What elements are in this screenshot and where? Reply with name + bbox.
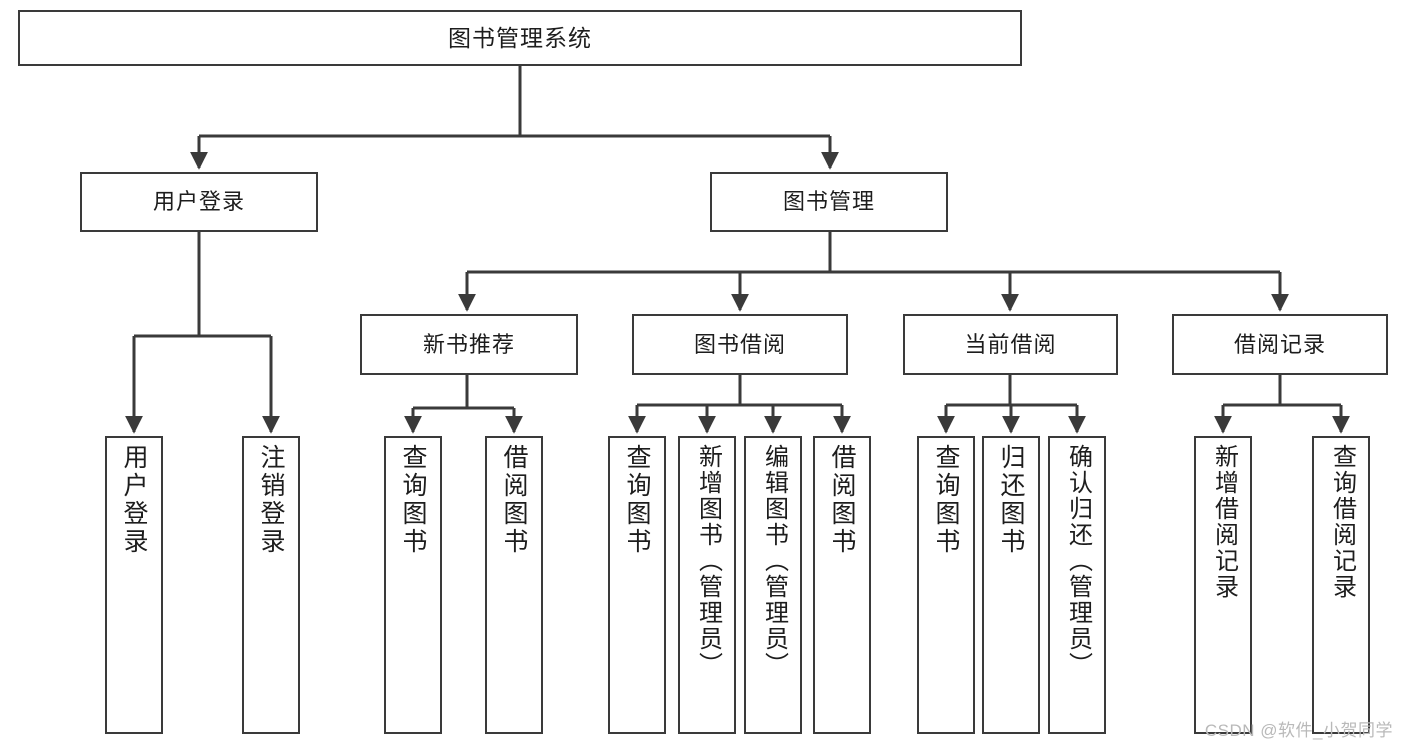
node-book-borrow[interactable]: 图书借阅: [632, 314, 848, 375]
node-leaf-borrow-book-1-label: 借阅图书: [500, 444, 528, 556]
node-new-book-rec-label: 新书推荐: [422, 331, 515, 357]
node-new-book-rec[interactable]: 新书推荐: [360, 314, 578, 375]
node-leaf-query-book-2-label: 查询图书: [623, 444, 651, 556]
node-leaf-confirm-return[interactable]: 确认归还（管理员）: [1048, 436, 1106, 734]
node-borrow-record[interactable]: 借阅记录: [1172, 314, 1388, 375]
node-leaf-query-book-2[interactable]: 查询图书: [608, 436, 666, 734]
node-leaf-edit-book[interactable]: 编辑图书（管理员）: [744, 436, 802, 734]
node-leaf-query-book-3[interactable]: 查询图书: [917, 436, 975, 734]
node-leaf-add-book-label: 新增图书（管理员）: [694, 444, 722, 678]
node-leaf-query-book-1-label: 查询图书: [399, 444, 427, 556]
node-leaf-user-login-label: 用户登录: [120, 444, 148, 556]
node-leaf-borrow-book-2[interactable]: 借阅图书: [813, 436, 871, 734]
node-leaf-query-book-3-label: 查询图书: [932, 444, 960, 556]
node-leaf-borrow-book-2-label: 借阅图书: [828, 444, 856, 556]
node-leaf-return-book[interactable]: 归还图书: [982, 436, 1040, 734]
node-leaf-user-logout[interactable]: 注销登录: [242, 436, 300, 734]
node-borrow-record-label: 借阅记录: [1233, 331, 1326, 357]
node-leaf-user-logout-label: 注销登录: [257, 444, 285, 556]
node-root-label: 图书管理系统: [448, 24, 592, 51]
node-leaf-add-book[interactable]: 新增图书（管理员）: [678, 436, 736, 734]
node-leaf-query-record[interactable]: 查询借阅记录: [1312, 436, 1370, 734]
node-leaf-user-login[interactable]: 用户登录: [105, 436, 163, 734]
node-leaf-edit-book-label: 编辑图书（管理员）: [760, 444, 788, 678]
node-root[interactable]: 图书管理系统: [18, 10, 1022, 66]
node-user-login-label: 用户登录: [152, 189, 245, 215]
node-leaf-add-record-label: 新增借阅记录: [1210, 444, 1238, 600]
node-leaf-borrow-book-1[interactable]: 借阅图书: [485, 436, 543, 734]
node-current-borrow-label: 当前借阅: [964, 331, 1057, 357]
node-leaf-add-record[interactable]: 新增借阅记录: [1194, 436, 1252, 734]
node-leaf-return-book-label: 归还图书: [997, 444, 1025, 556]
node-user-login[interactable]: 用户登录: [80, 172, 318, 232]
node-book-manage[interactable]: 图书管理: [710, 172, 948, 232]
node-current-borrow[interactable]: 当前借阅: [903, 314, 1118, 375]
node-leaf-query-record-label: 查询借阅记录: [1328, 444, 1356, 600]
node-leaf-query-book-1[interactable]: 查询图书: [384, 436, 442, 734]
node-book-borrow-label: 图书借阅: [693, 331, 786, 357]
node-leaf-confirm-return-label: 确认归还（管理员）: [1064, 444, 1092, 678]
node-book-manage-label: 图书管理: [782, 189, 875, 215]
